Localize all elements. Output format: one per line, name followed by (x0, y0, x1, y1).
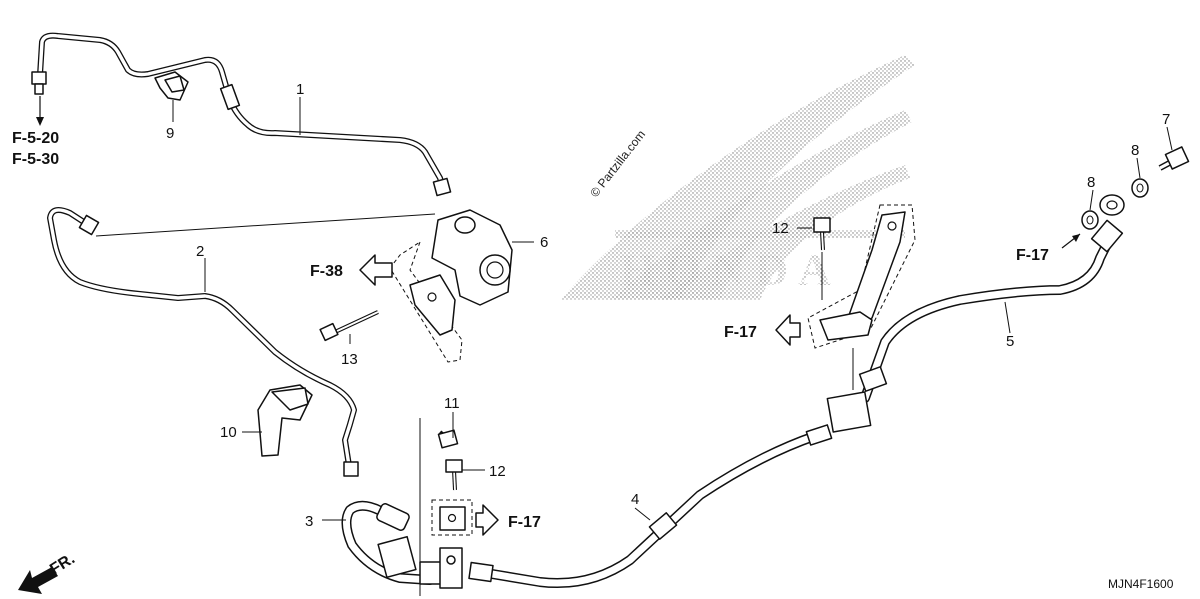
callout-5: 5 (1006, 333, 1014, 350)
brake-hose-3 (341, 500, 463, 589)
callout-6: 6 (540, 234, 548, 251)
ref-label-f-5-20: F-5-20 (12, 130, 59, 147)
callout-13: 13 (341, 351, 358, 368)
clamp-9 (154, 71, 189, 101)
bracket-upper (807, 204, 916, 349)
ref-label-f-5-30: F-5-30 (12, 151, 59, 168)
front-direction-arrow: FR. (18, 550, 78, 594)
ref-label-f17-clip: F-17 (508, 514, 541, 531)
ref-label-f17-hose: F-17 (1016, 247, 1049, 264)
callout-7: 7 (1162, 111, 1170, 128)
callout-11: 11 (444, 395, 460, 412)
ref-label-f38: F-38 (310, 263, 343, 280)
ref-arrow-top-left (36, 96, 44, 126)
ref-arrow-f17-bracket (775, 314, 801, 346)
bolt-7 (1158, 146, 1190, 171)
brake-hose-5 (826, 194, 1125, 433)
clip-f17 (431, 499, 473, 536)
bolt-12-lower (445, 459, 463, 491)
callout-3: 3 (305, 513, 313, 530)
callout-12-lower: 12 (489, 463, 506, 480)
washer-8-right (1131, 178, 1149, 198)
brake-pipe-1 (31, 32, 452, 197)
callout-8-left: 8 (1087, 174, 1095, 191)
ref-arrow-f17-hose (1061, 233, 1081, 249)
abs-modulator-6 (389, 209, 513, 363)
washer-8-left (1081, 210, 1099, 230)
bolt-11 (437, 429, 459, 449)
callout-12-upper: 12 (772, 220, 789, 237)
callout-4: 4 (631, 491, 639, 508)
ref-arrow-f38 (359, 254, 393, 286)
brake-pipe-2 (47, 206, 359, 477)
diagram-code: MJN4F1600 (1108, 577, 1174, 591)
bolt-13 (319, 310, 379, 342)
honda-logo-text: HONDA (620, 244, 841, 295)
callout-1: 1 (296, 81, 304, 98)
callout-2: 2 (196, 243, 204, 260)
leader-lines (95, 97, 1173, 596)
callout-10: 10 (220, 424, 237, 441)
callout-9: 9 (166, 125, 174, 142)
bolt-12-upper (813, 217, 831, 251)
callout-8-right: 8 (1131, 142, 1139, 159)
clamp-10 (257, 384, 313, 457)
brake-hose-4 (468, 424, 833, 589)
ref-arrow-f17-clip (475, 504, 499, 536)
partzilla-watermark: © Partzilla.com (587, 128, 648, 200)
honda-wing-logo: HONDA (560, 55, 915, 300)
ref-label-f17-bracket: F-17 (724, 324, 757, 341)
